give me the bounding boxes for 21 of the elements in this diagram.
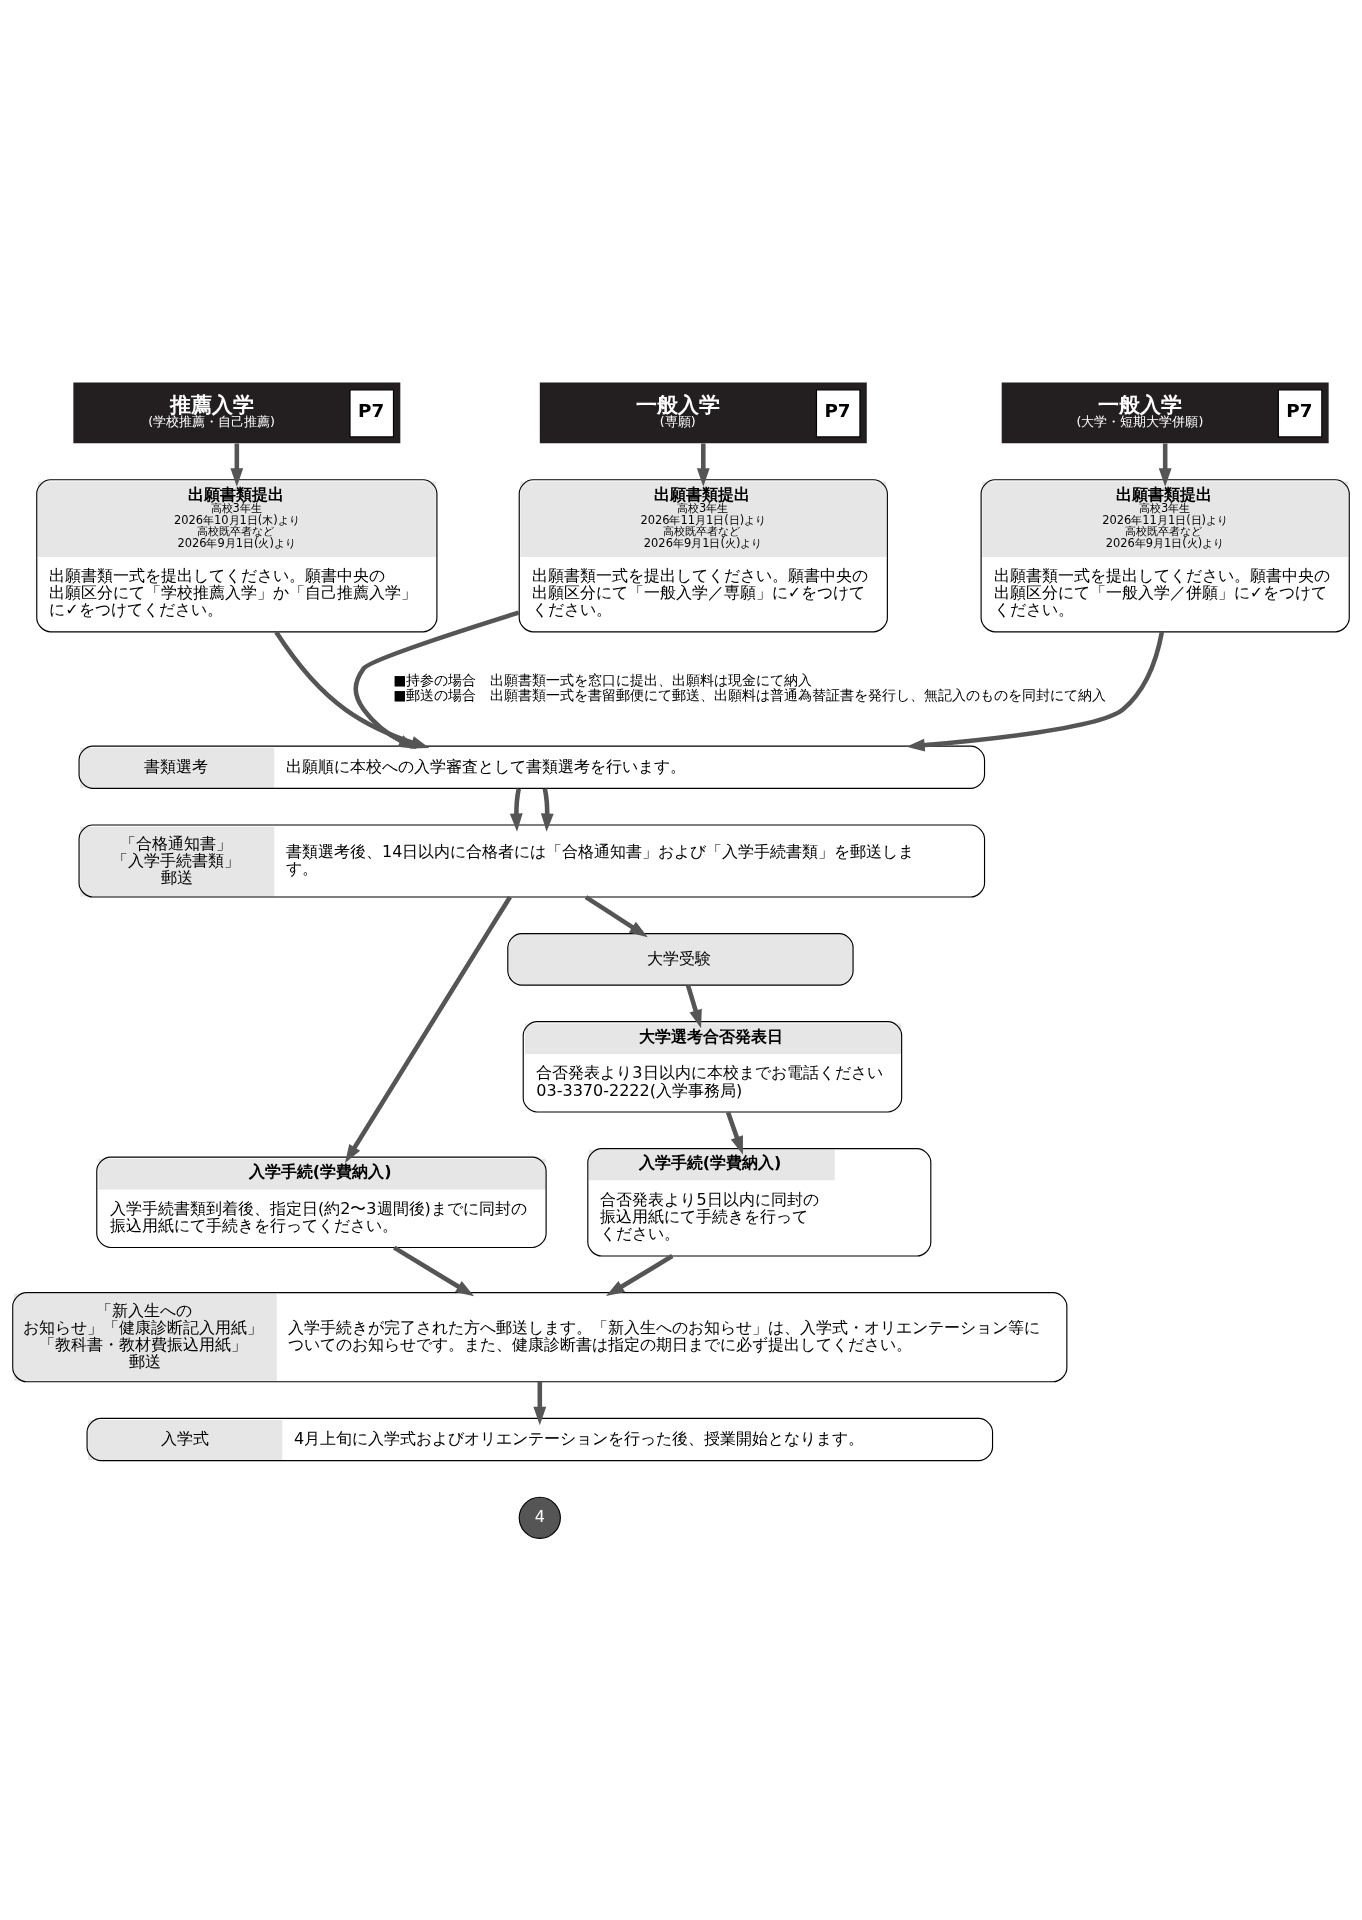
arrow bbox=[696, 443, 710, 487]
node-box: 一般入学 (大学・短期大学併願) P7 bbox=[1001, 382, 1329, 443]
arrow bbox=[274, 630, 430, 749]
arrow bbox=[1158, 443, 1172, 487]
arrow bbox=[584, 894, 648, 937]
label: 4 bbox=[534, 1506, 545, 1526]
node-box: 一般入学 (専願) P7 bbox=[539, 382, 867, 443]
arrow bbox=[906, 630, 1165, 752]
arrow bbox=[540, 787, 554, 832]
arrow bbox=[353, 609, 520, 749]
arrow bbox=[725, 1111, 743, 1155]
label: ■郵送の場合 出願書類一式を書留郵便にて郵送、出願料は普通為替証書を発行し、無記入のものを同封にて納入 bbox=[393, 686, 1107, 703]
arrow bbox=[509, 787, 523, 832]
arrow bbox=[230, 443, 244, 487]
arrow bbox=[685, 984, 702, 1028]
arrow bbox=[345, 895, 512, 1163]
arrow bbox=[606, 1253, 674, 1296]
arrow bbox=[533, 1381, 547, 1425]
node-box: 推薦入学 (学校推薦・自己推薦) P7 bbox=[73, 382, 401, 443]
arrow bbox=[392, 1245, 475, 1296]
label: ■持参の場合 出願書類一式を窓口に提出、出願料は現金にて納入 bbox=[393, 671, 813, 688]
